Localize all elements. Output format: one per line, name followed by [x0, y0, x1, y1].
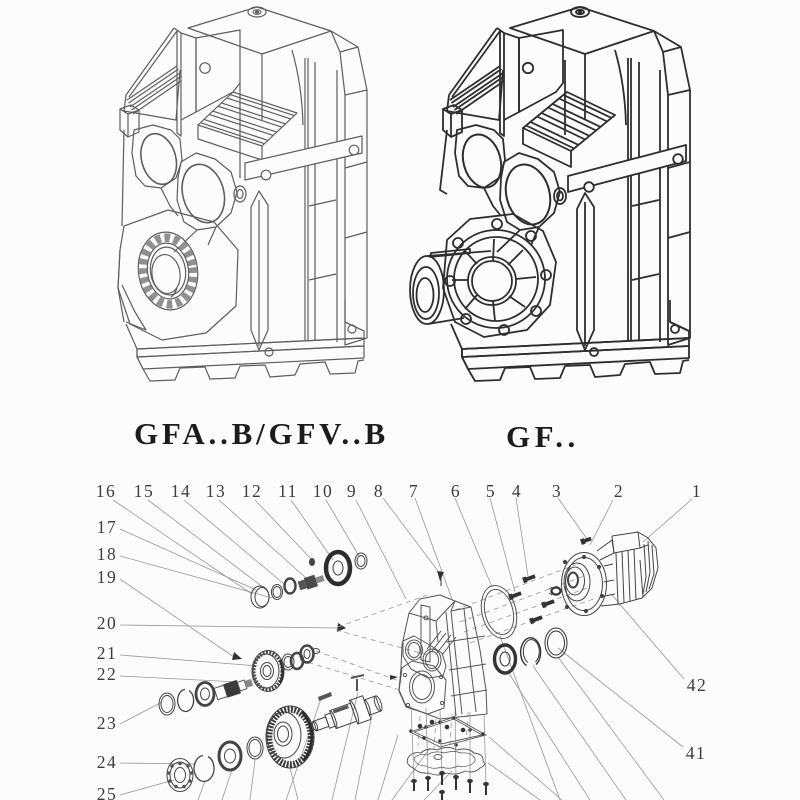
svg-text:24: 24 [97, 752, 118, 772]
svg-text:7: 7 [409, 481, 419, 501]
svg-text:8: 8 [374, 481, 384, 501]
svg-text:1: 1 [692, 481, 702, 501]
svg-text:GF..: GF.. [506, 419, 580, 454]
svg-text:25: 25 [97, 784, 118, 800]
svg-text:18: 18 [97, 544, 118, 564]
svg-text:3: 3 [552, 481, 562, 501]
svg-text:41: 41 [686, 743, 707, 763]
svg-text:15: 15 [134, 481, 155, 501]
svg-text:12: 12 [242, 481, 263, 501]
svg-text:4: 4 [512, 481, 522, 501]
svg-text:14: 14 [171, 481, 192, 501]
svg-text:GFA..B/GFV..B: GFA..B/GFV..B [134, 416, 389, 451]
svg-text:19: 19 [97, 567, 118, 587]
svg-text:21: 21 [97, 643, 118, 663]
svg-text:10: 10 [313, 481, 334, 501]
svg-text:6: 6 [451, 481, 461, 501]
svg-text:42: 42 [687, 675, 708, 695]
svg-text:5: 5 [486, 481, 496, 501]
svg-text:9: 9 [347, 481, 357, 501]
svg-text:11: 11 [278, 481, 298, 501]
svg-text:2: 2 [614, 481, 624, 501]
svg-text:13: 13 [206, 481, 227, 501]
svg-text:17: 17 [97, 517, 118, 537]
svg-text:23: 23 [97, 713, 118, 733]
svg-text:22: 22 [97, 664, 118, 684]
svg-text:20: 20 [97, 613, 118, 633]
svg-text:16: 16 [96, 481, 117, 501]
